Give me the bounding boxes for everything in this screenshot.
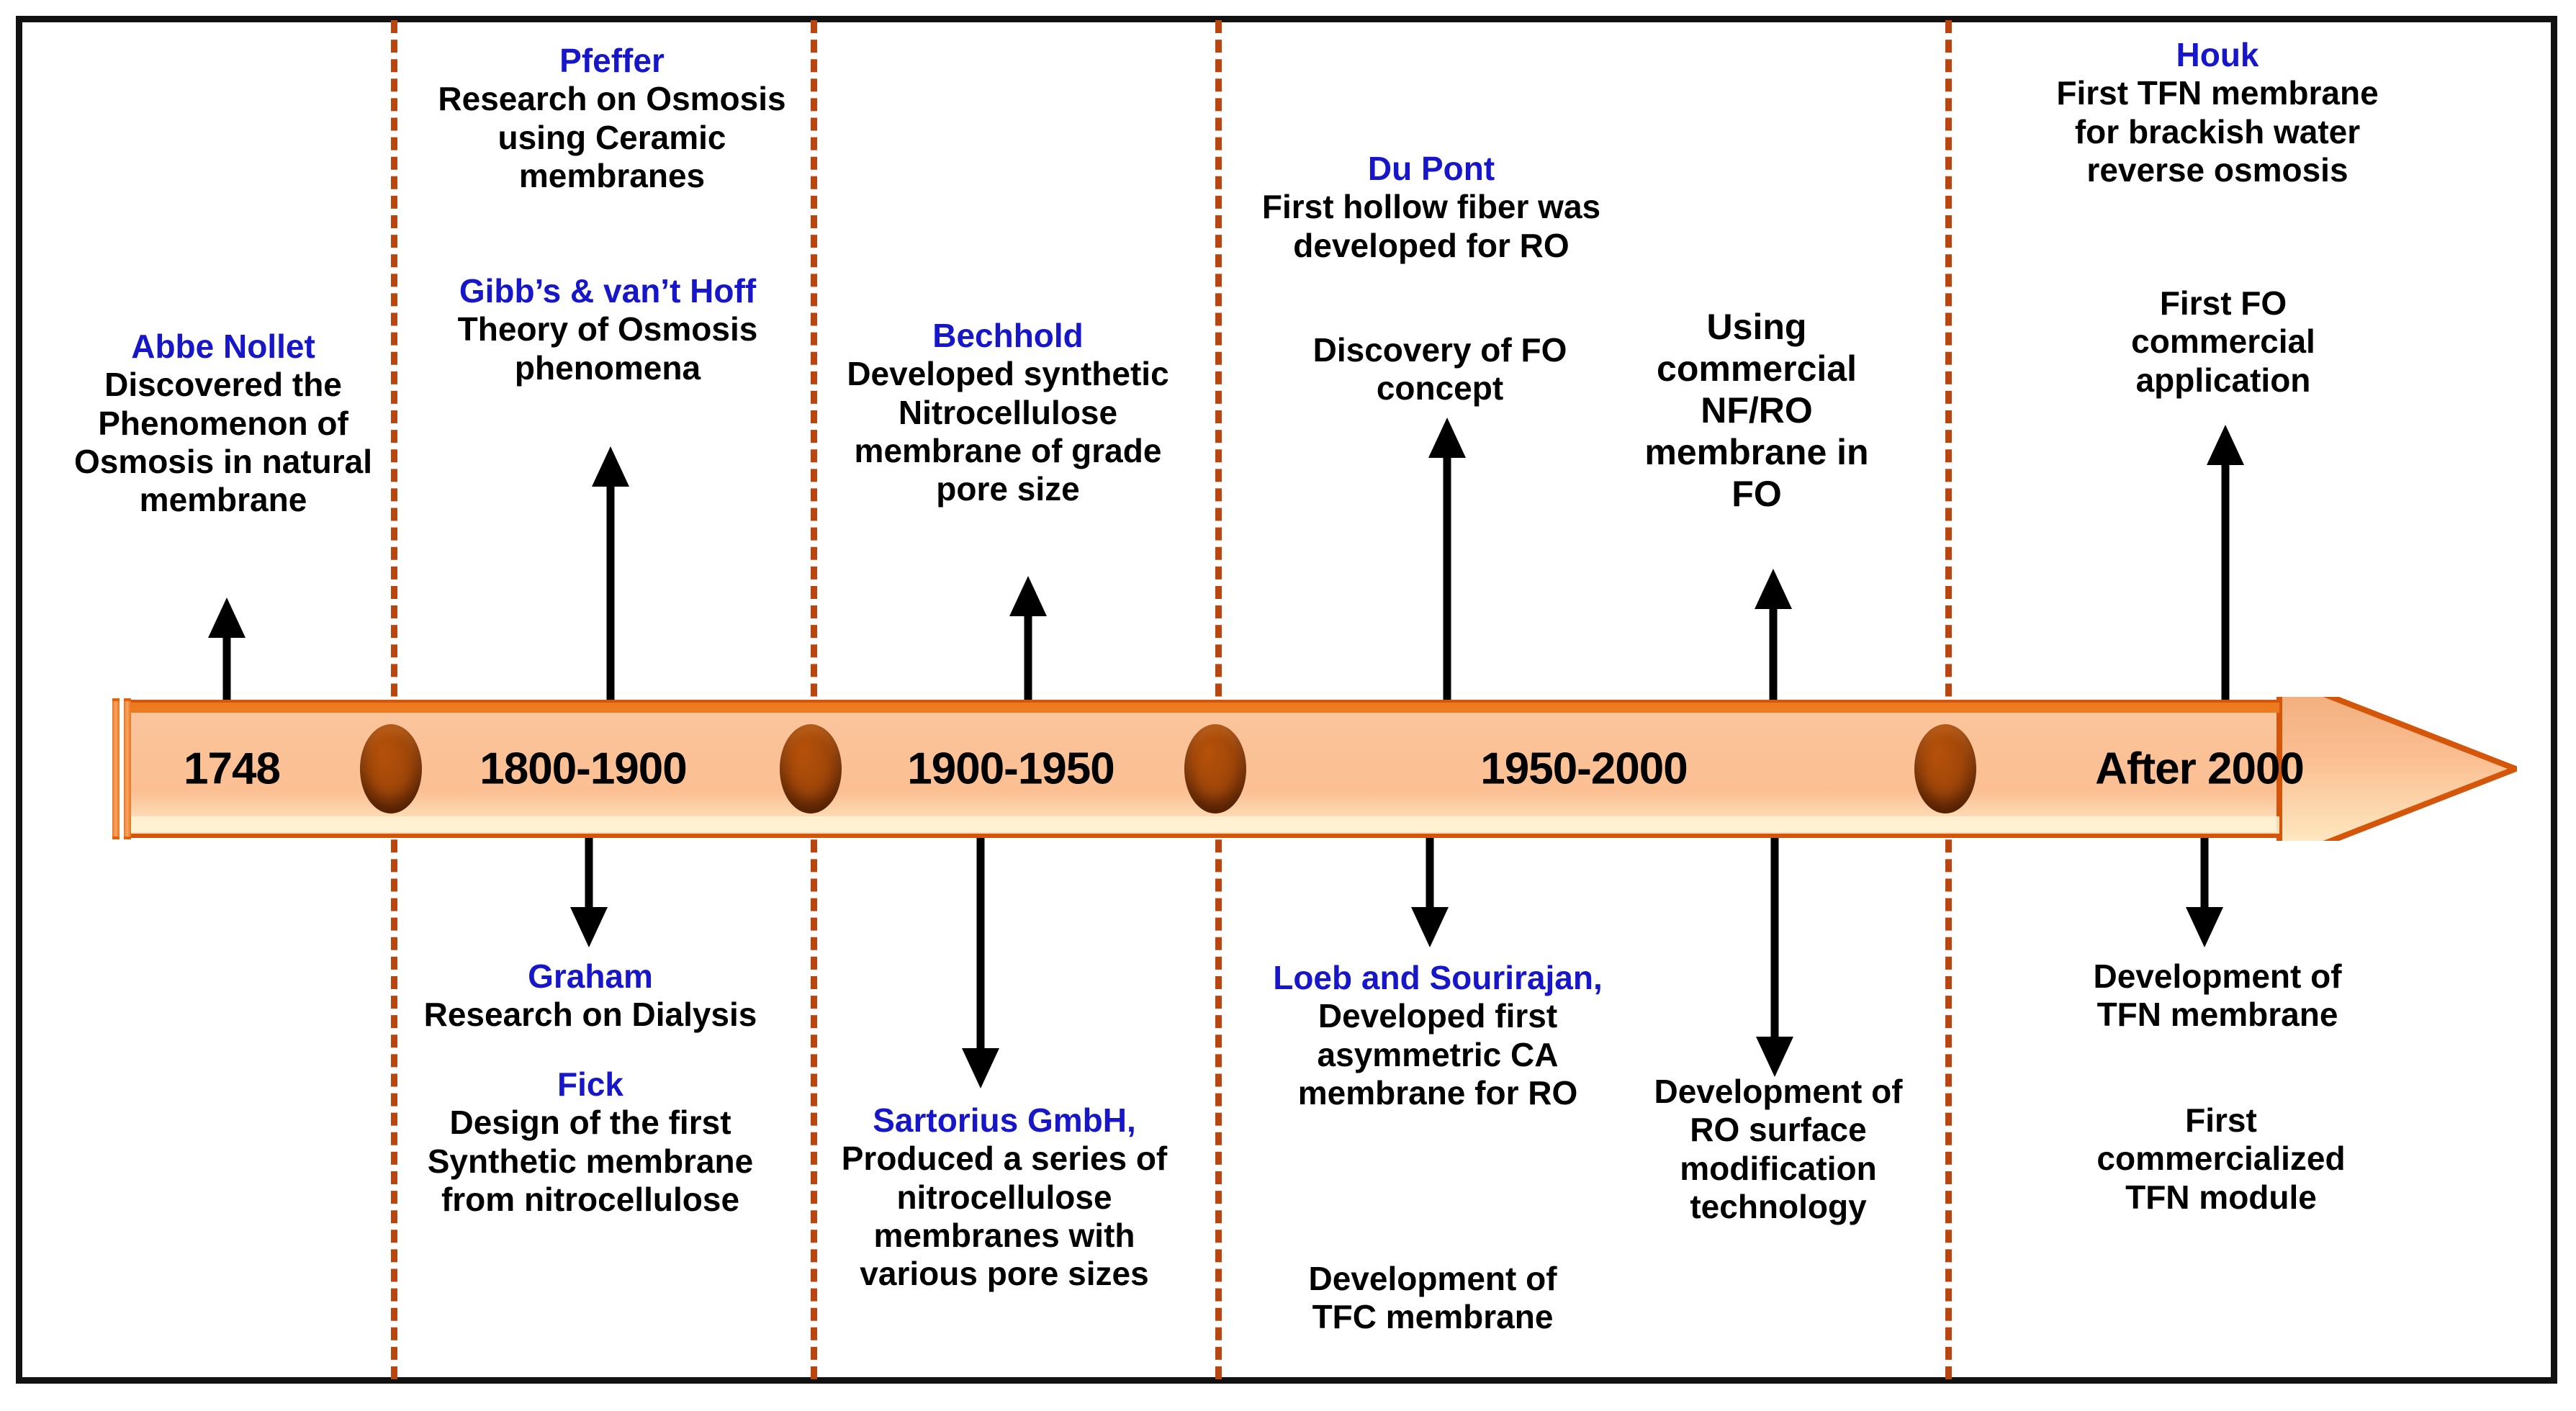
event-name-du-pont: Du Pont	[1367, 150, 1495, 187]
event-name-houk: Houk	[2176, 36, 2259, 73]
event-graham: Graham Research on Dialysis	[403, 957, 778, 1034]
event-development-tfn-membrane: Development of TFN membrane	[2059, 957, 2376, 1034]
event-discovery-fo-concept: Discovery of FO concept	[1303, 331, 1577, 408]
event-body-first-fo-commercial-application: First FO commercial application	[2131, 284, 2315, 399]
event-name-abbe-nollet: Abbe Nollet	[131, 328, 315, 365]
event-body-development-tfn-membrane: Development of TFN membrane	[2093, 957, 2342, 1034]
connector-houk-first-fo	[2205, 425, 2246, 700]
arrow-stem	[1770, 838, 1779, 1052]
event-body-houk: First TFN membrane for brackish water re…	[2056, 74, 2379, 189]
event-name-pfeffer: Pfeffer	[559, 42, 665, 79]
connector-pfeffer-gibbs	[590, 446, 631, 700]
arrow-stem	[2221, 449, 2230, 700]
timeline-bar-edge-2	[124, 698, 131, 839]
event-gibbs-vant-hoff: Gibb’s & van’t Hoff Theory of Osmosis ph…	[407, 272, 808, 387]
event-body-bechhold: Developed synthetic Nitrocellulose membr…	[847, 355, 1169, 508]
event-body-sartorius-gmbh: Produced a series of nitrocellulose memb…	[841, 1140, 1168, 1293]
era-label-1800-1900: 1800-1900	[479, 744, 687, 794]
event-first-fo-commercial-application: First FO commercial application	[2101, 284, 2346, 400]
arrow-stem	[606, 471, 615, 700]
event-body-fick: Design of the first Synthetic membrane f…	[427, 1104, 754, 1219]
event-commercial-nf-ro-in-fo: Using commercial NF/RO membrane in FO	[1620, 306, 1893, 515]
event-name-loeb-sourirajan: Loeb and Sourirajan,	[1273, 959, 1603, 996]
event-pfeffer: Pfeffer Research on Osmosis using Cerami…	[425, 42, 799, 195]
event-name-fick: Fick	[557, 1065, 624, 1103]
event-body-ro-surface-modification: Development of RO surface modification t…	[1654, 1073, 1903, 1226]
event-name-graham: Graham	[528, 957, 653, 995]
timeline-node-3	[1184, 724, 1246, 813]
event-body-development-tfc-membrane: Development of TFC membrane	[1308, 1260, 1557, 1336]
event-sartorius-gmbh: Sartorius GmbH, Produced a series of nit…	[821, 1101, 1188, 1294]
event-body-discovery-fo-concept: Discovery of FO concept	[1312, 331, 1567, 407]
arrow-stem	[1426, 838, 1434, 923]
event-houk: Houk First TFN membrane for brackish wat…	[2037, 36, 2397, 189]
timeline-arrow	[127, 697, 2517, 841]
event-ro-surface-modification: Development of RO surface modification t…	[1634, 1073, 1922, 1226]
arrow-stem	[1443, 442, 1451, 700]
arrow-stem	[585, 838, 593, 923]
event-body-first-commercialized-tfn-module: First commercialized TFN module	[2097, 1101, 2346, 1216]
event-body-abbe-nollet: Discovered the Phenomenon of Osmosis in …	[73, 366, 373, 519]
event-du-pont: Du Pont First hollow fiber was developed…	[1237, 150, 1626, 265]
connector-du-pont-fo	[1427, 418, 1467, 700]
event-abbe-nollet: Abbe Nollet Discovered the Phenomenon of…	[50, 328, 396, 520]
event-loeb-sourirajan: Loeb and Sourirajan, Developed first asy…	[1233, 959, 1643, 1112]
timeline-node-4	[1914, 724, 1976, 813]
event-bechhold: Bechhold Developed synthetic Nitrocellul…	[821, 317, 1195, 509]
event-body-commercial-nf-ro-in-fo: Using commercial NF/RO membrane in FO	[1644, 307, 1869, 514]
event-body-graham: Research on Dialysis	[423, 996, 757, 1034]
timeline-bar-edge-1	[112, 698, 120, 839]
era-label-1950-2000: 1950-2000	[1480, 744, 1688, 794]
connector-ro-surface-mod	[1755, 838, 1795, 1077]
event-body-pfeffer: Research on Osmosis using Ceramic membra…	[438, 80, 786, 195]
event-body-loeb-sourirajan: Developed first asymmetric CA membrane f…	[1297, 997, 1578, 1112]
connector-tfn-membrane	[2184, 838, 2225, 947]
connector-commercial-nf-ro	[1753, 569, 1793, 700]
arrow-stem	[1024, 600, 1032, 700]
event-body-gibbs-vant-hoff: Theory of Osmosis phenomena	[457, 310, 758, 387]
era-label-1748: 1748	[184, 744, 281, 794]
arrow-stem	[1769, 593, 1778, 700]
connector-sartorius	[960, 838, 1001, 1088]
connector-loeb-sourirajan	[1410, 838, 1450, 947]
event-name-gibbs-vant-hoff: Gibb’s & van’t Hoff	[459, 272, 757, 310]
era-label-after-2000: After 2000	[2095, 744, 2305, 794]
timeline-node-2	[780, 724, 842, 813]
event-first-commercialized-tfn-module: First commercialized TFN module	[2088, 1101, 2354, 1217]
connector-bechhold	[1008, 576, 1048, 700]
arrow-stem	[976, 838, 985, 1064]
event-development-tfc-membrane: Development of TFC membrane	[1282, 1260, 1584, 1337]
event-name-bechhold: Bechhold	[932, 317, 1084, 354]
arrow-stem	[222, 622, 231, 700]
event-name-sartorius-gmbh: Sartorius GmbH,	[873, 1101, 1136, 1139]
event-body-du-pont: First hollow fiber was developed for RO	[1261, 188, 1601, 264]
connector-graham-fick	[569, 838, 609, 947]
arrow-stem	[2200, 838, 2209, 923]
era-label-1900-1950: 1900-1950	[907, 744, 1114, 794]
timeline-node-1	[360, 724, 422, 813]
connector-abbe-nollet	[207, 598, 247, 700]
event-fick: Fick Design of the first Synthetic membr…	[403, 1065, 778, 1219]
